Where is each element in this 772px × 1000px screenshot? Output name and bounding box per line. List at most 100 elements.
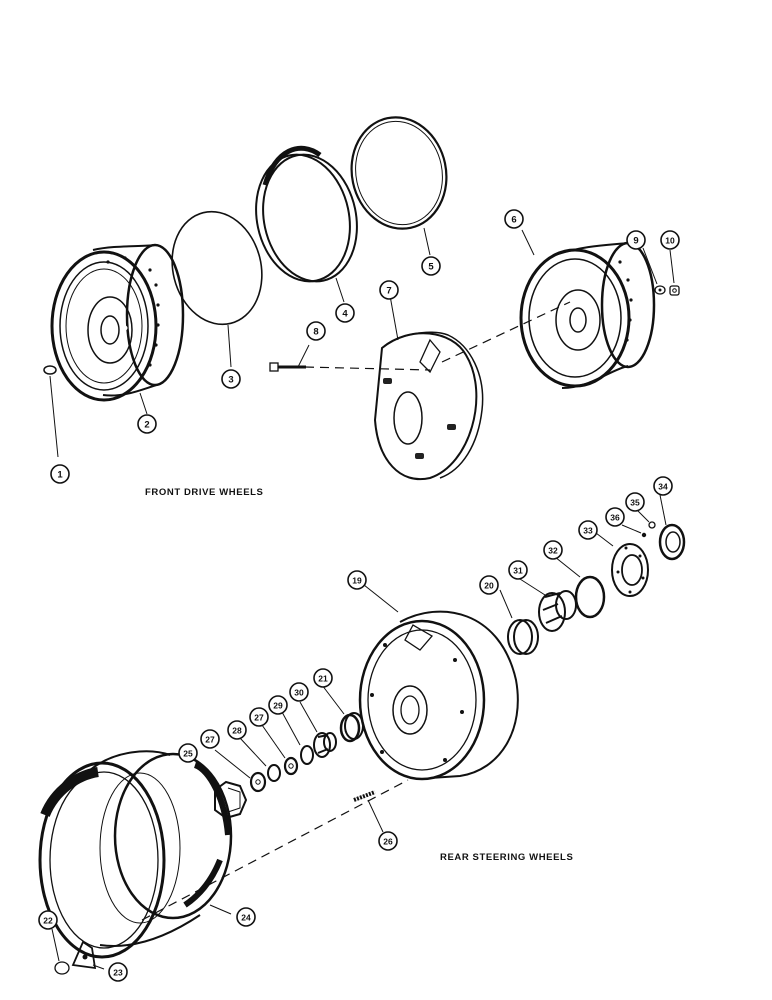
part-nut-27a: [261, 724, 299, 776]
part-nut-22: [51, 928, 70, 975]
callout-number: 27: [205, 734, 215, 744]
callout-21: 21: [313, 668, 333, 688]
heading-front-drive-wheels: FRONT DRIVE WHEELS: [145, 487, 264, 498]
part-hub-housing-19: [358, 584, 519, 781]
callout-circle: [268, 695, 288, 715]
callout-27: 27: [200, 729, 220, 749]
callout-number: 36: [610, 512, 620, 522]
callout-number: 9: [633, 235, 638, 246]
part-o-ring-32: [554, 556, 606, 619]
callout-2: 2: [137, 414, 157, 434]
part-front-wheel-rim-6: [519, 229, 656, 389]
callout-circle: [221, 369, 241, 389]
front-alignment-line-2: [441, 301, 571, 363]
callout-number: 34: [658, 481, 668, 491]
part-long-bolt-8: [269, 344, 310, 372]
callout-circle: [479, 575, 499, 595]
callout-circle: [178, 743, 198, 763]
callout-number: 29: [273, 700, 283, 710]
part-bearing-cone-30: [299, 701, 337, 758]
heading-rear-steering-wheels: REAR STEERING WHEELS: [440, 852, 574, 863]
part-washer-9: [642, 247, 666, 295]
callout-33: 33: [578, 520, 598, 540]
callout-7: 7: [379, 280, 399, 300]
callout-number: 35: [630, 497, 640, 507]
callout-circle: [605, 507, 625, 527]
part-rim-band-4: [255, 145, 358, 303]
callout-29: 29: [268, 695, 288, 715]
callout-number: 1: [57, 469, 63, 480]
callout-number: 22: [43, 915, 53, 925]
callout-circle: [108, 962, 128, 982]
callout-circle: [578, 520, 598, 540]
callout-31: 31: [508, 560, 528, 580]
callout-20: 20: [479, 575, 499, 595]
part-36: [621, 524, 647, 538]
callout-circle: [306, 321, 326, 341]
callout-32: 32: [543, 540, 563, 560]
callout-number: 25: [183, 748, 193, 758]
heading-front-container: FRONT DRIVE WHEELS: [145, 487, 264, 498]
callout-circle: [379, 280, 399, 300]
part-clamp-23: [71, 940, 105, 970]
callout-circle: [227, 720, 247, 740]
callout-number: 33: [583, 525, 593, 535]
callout-23: 23: [108, 962, 128, 982]
part-stud-26: [353, 790, 384, 833]
callout-number: 28: [232, 725, 242, 735]
part-bearing-cup-20: [499, 589, 539, 655]
callout-26: 26: [378, 831, 398, 851]
part-bearing-cup-21: [321, 684, 364, 743]
callout-circle: [653, 476, 673, 496]
callout-3: 3: [221, 369, 241, 389]
callout-9: 9: [626, 230, 646, 250]
part-wheel-weight-7: [373, 289, 484, 481]
front-alignment-line: [304, 366, 431, 371]
part-washer-29: [281, 711, 314, 765]
callout-number: 24: [241, 912, 251, 922]
callout-25: 25: [178, 743, 198, 763]
callout-circle: [626, 230, 646, 250]
part-cotter-28: [239, 737, 281, 782]
callout-8: 8: [306, 321, 326, 341]
callout-30: 30: [289, 682, 309, 702]
callout-circle: [508, 560, 528, 580]
callout-35: 35: [625, 492, 645, 512]
callout-circle: [200, 729, 220, 749]
part-bolt-1: [43, 365, 59, 458]
callout-19: 19: [347, 570, 367, 590]
callout-circle: [543, 540, 563, 560]
callout-number: 27: [254, 712, 264, 722]
callout-number: 32: [548, 545, 558, 555]
callout-number: 5: [428, 261, 434, 272]
part-front-wheel-rim-2: [50, 243, 185, 415]
callout-number: 4: [342, 308, 348, 319]
part-snap-ring-5: [350, 116, 448, 256]
callout-circle: [249, 707, 269, 727]
callout-36: 36: [605, 507, 625, 527]
callout-circle: [421, 256, 441, 276]
callout-circle: [378, 831, 398, 851]
callout-number: 6: [511, 214, 516, 225]
part-nut-27b: [214, 749, 267, 793]
callout-circle: [236, 907, 256, 927]
callout-circle: [313, 668, 333, 688]
callout-1: 1: [50, 464, 70, 484]
callout-4: 4: [335, 303, 355, 323]
part-nut-10: [669, 249, 680, 296]
callout-number: 10: [665, 235, 675, 245]
part-seal-34: [658, 494, 686, 561]
callout-6: 6: [504, 209, 524, 229]
callout-circle: [137, 414, 157, 434]
callout-number: 21: [318, 673, 328, 683]
callout-number: 20: [484, 580, 494, 590]
callout-22: 22: [38, 910, 58, 930]
callout-number: 7: [386, 285, 391, 296]
callout-24: 24: [236, 907, 256, 927]
callout-circle: [38, 910, 58, 930]
callout-34: 34: [653, 476, 673, 496]
callout-27: 27: [249, 707, 269, 727]
callout-number: 2: [144, 419, 149, 430]
callout-circle: [50, 464, 70, 484]
